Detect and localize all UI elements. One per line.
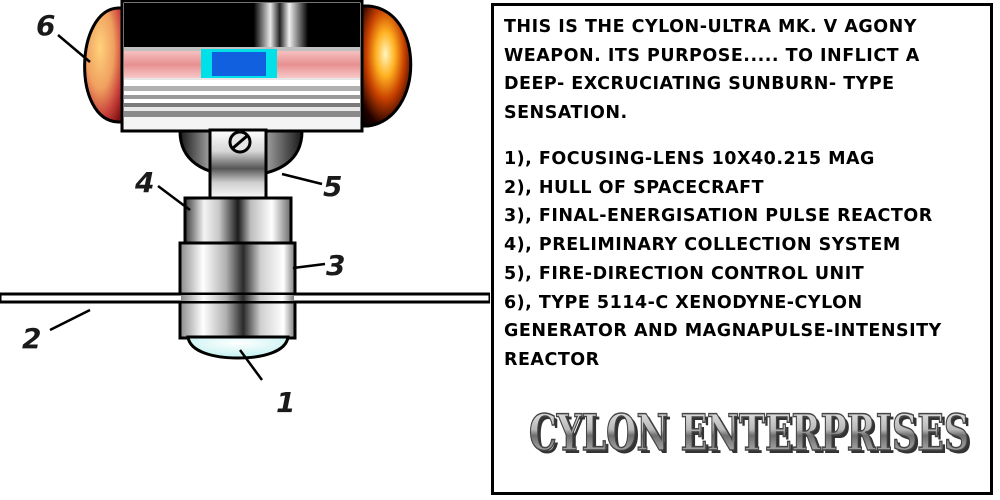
generator-right-cap <box>358 4 413 128</box>
cylon-enterprises-logo: CYLON ENTERPRISES CYLON ENTERPRISES <box>528 402 972 465</box>
legend-item-2: 2), HULL OF SPACECRAFT <box>504 177 765 198</box>
callout-labels: 6 4 5 3 2 1 <box>22 9 346 420</box>
parts-legend: 1), FOCUSING-LENS 10X40.215 MAG 2), HULL… <box>504 145 989 375</box>
logo-wordmark-shadow: CYLON ENTERPRISES <box>532 406 972 465</box>
callout-1: 1 <box>276 386 295 419</box>
legend-item-4: 4), PRELIMINARY COLLECTION SYSTEM <box>504 235 901 256</box>
callout-leaders <box>49 34 326 381</box>
callout-5: 5 <box>323 170 342 203</box>
legend-item-1: 1), FOCUSING-LENS 10X40.215 MAG <box>504 149 875 169</box>
weapon-diagram: 6 4 5 3 2 1 <box>0 0 490 420</box>
legend-item-5: 5), FIRE-DIRECTION CONTROL UNIT <box>504 263 865 284</box>
logo-wordmark: CYLON ENTERPRISES <box>529 403 969 462</box>
legend-item-6: 6), TYPE 5114-C XENODYNE-CYLON GENERATOR… <box>504 292 942 370</box>
generator-housing <box>120 0 364 133</box>
callout-4: 4 <box>134 166 154 199</box>
focusing-lens <box>186 335 290 360</box>
weapon-description: THIS IS THE CYLON-ULTRA MK. V AGONY WEAP… <box>504 17 920 123</box>
spacecraft-hull <box>0 292 490 304</box>
pulse-reactor <box>178 241 297 340</box>
callout-2: 2 <box>22 322 41 355</box>
description-panel: THIS IS THE CYLON-ULTRA MK. V AGONY WEAP… <box>491 3 993 495</box>
fire-control-unit <box>178 128 304 202</box>
callout-3: 3 <box>326 249 345 282</box>
legend-item-3: 3), FINAL-ENERGISATION PULSE REACTOR <box>504 206 933 227</box>
generator-end-caps <box>83 4 413 128</box>
callout-6: 6 <box>36 9 55 42</box>
generator-left-cap <box>83 6 125 124</box>
collection-system <box>183 196 293 247</box>
